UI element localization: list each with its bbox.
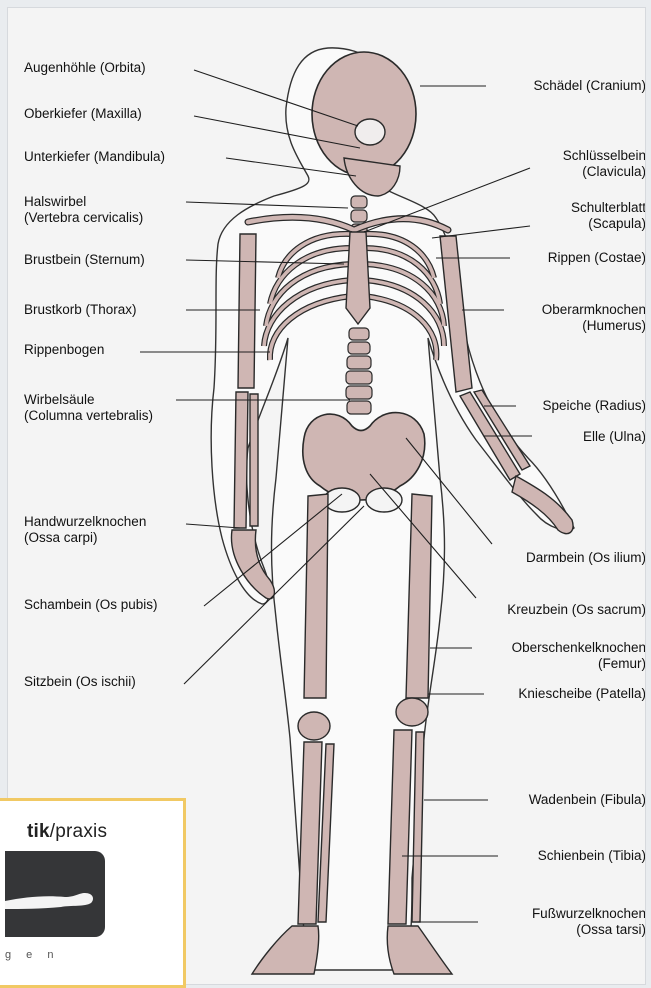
badge-brand: tik/praxis bbox=[27, 821, 107, 843]
label-costae: Rippen (Costae) bbox=[548, 250, 645, 266]
label-orbita: Augenhöhle (Orbita) bbox=[24, 60, 146, 76]
label-tarsi: Fußwurzelknochen(Ossa tarsi) bbox=[532, 906, 645, 938]
label-handwurzel: Handwurzelknochen(Ossa carpi) bbox=[24, 514, 146, 546]
label-sternum: Brustbein (Sternum) bbox=[24, 252, 145, 268]
label-clavicula: Schlüsselbein(Clavicula) bbox=[563, 148, 645, 180]
label-patella: Kniescheibe (Patella) bbox=[518, 686, 645, 702]
label-femur: Oberschenkelknochen(Femur) bbox=[512, 640, 645, 672]
badge-logo-block bbox=[5, 851, 105, 937]
label-tibia: Schienbein (Tibia) bbox=[538, 848, 645, 864]
label-ilium: Darmbein (Os ilium) bbox=[526, 550, 645, 566]
label-sitzbein: Sitzbein (Os ischii) bbox=[24, 674, 136, 690]
label-maxilla: Oberkiefer (Maxilla) bbox=[24, 106, 142, 122]
skull-shape bbox=[312, 52, 416, 176]
right-arm-shape bbox=[440, 236, 573, 534]
label-mandibula: Unterkiefer (Mandibula) bbox=[24, 149, 165, 165]
label-halswirbel: Halswirbel(Vertebra cervicalis) bbox=[24, 194, 143, 226]
label-radius: Speiche (Radius) bbox=[542, 398, 645, 414]
label-fibula: Wadenbein (Fibula) bbox=[529, 792, 645, 808]
label-thorax: Brustkorb (Thorax) bbox=[24, 302, 137, 318]
sternum-shape bbox=[346, 232, 370, 324]
label-schaedel: Schädel (Cranium) bbox=[533, 78, 645, 94]
label-schambein: Schambein (Os pubis) bbox=[24, 597, 158, 613]
label-rippenbogen: Rippenbogen bbox=[24, 342, 104, 358]
publisher-badge[interactable]: tik/praxis g e n bbox=[0, 798, 186, 988]
label-wirbelsaeule: Wirbelsäule(Columna vertebralis) bbox=[24, 392, 153, 424]
label-ulna: Elle (Ulna) bbox=[583, 429, 645, 445]
reclining-figure-icon bbox=[5, 851, 105, 937]
label-sacrum: Kreuzbein (Os sacrum) bbox=[507, 602, 645, 618]
eye-socket-shape bbox=[355, 119, 385, 145]
badge-subtext: g e n bbox=[5, 949, 59, 961]
label-humerus: Oberarmknochen(Humerus) bbox=[542, 302, 645, 334]
label-scapula: Schulterblatt(Scapula) bbox=[571, 200, 645, 232]
